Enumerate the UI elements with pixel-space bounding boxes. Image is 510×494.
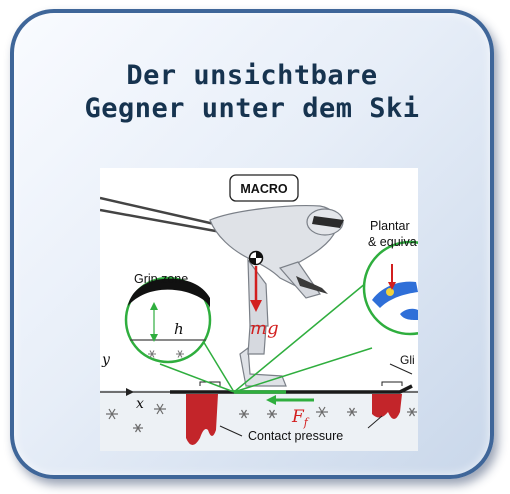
macro-label-box: [229, 174, 299, 202]
mg-label: mg: [250, 318, 279, 339]
glide-label: Gli: [400, 353, 415, 367]
ski-friction-figure: MACRO Grip zone Plantar & equiva Gli Con…: [100, 168, 418, 451]
ski: [170, 384, 413, 394]
plantar-pressure-magnifier: [362, 240, 418, 336]
grip-zone-magnifier: [124, 276, 212, 364]
contact-pressure-rear: [372, 394, 402, 419]
gravity-arrow-head: [250, 300, 262, 312]
card-title: Der unsichtbare Gegner unter dem Ski: [14, 59, 490, 125]
center-of-mass-marker: [248, 250, 264, 266]
grip-bracket: [199, 381, 221, 386]
h-label: h: [174, 320, 184, 338]
ski-pole-2: [100, 208, 233, 236]
contact-pressure-label: Contact pressure: [248, 429, 343, 443]
macro-label: MACRO: [240, 182, 287, 196]
ff-main: F: [291, 407, 305, 427]
ff-subscript: f: [303, 416, 310, 429]
contact-pressure-front: [186, 394, 218, 445]
x-axis-arrow: [126, 388, 134, 396]
y-axis-label: y: [101, 352, 111, 368]
title-line-2: Gegner unter dem Ski: [84, 93, 420, 124]
skier-figure: [209, 205, 344, 387]
pressure-leader-left: [219, 425, 243, 437]
grip-zone-label: Grip zone: [134, 272, 188, 286]
plantar-label-line2: & equiva: [368, 235, 417, 249]
figure-svg: MACRO Grip zone Plantar & equiva Gli Con…: [100, 174, 418, 451]
title-line-1: Der unsichtbare: [126, 60, 378, 91]
ski-pole-1: [100, 196, 233, 230]
zoom-lines: [159, 277, 373, 393]
snowflake-icons: [106, 403, 417, 433]
glide-leader-line: [389, 363, 413, 375]
friction-arrow-head: [266, 395, 276, 405]
snow-ground: [100, 390, 418, 451]
x-axis-label: x: [136, 396, 144, 412]
pressure-leader-right: [367, 415, 383, 429]
plantar-label-line1: Plantar: [370, 219, 410, 233]
glide-bracket: [381, 381, 403, 386]
friction-force-label: Ff: [291, 407, 310, 429]
